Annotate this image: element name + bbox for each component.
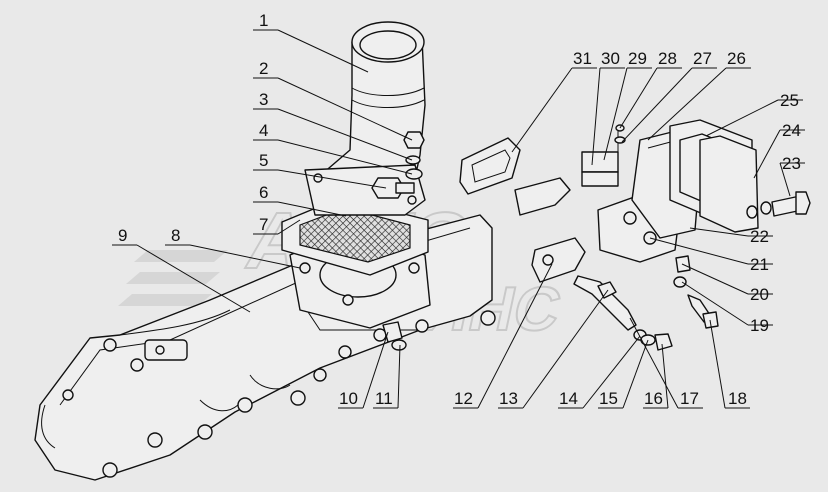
mesh-screen	[281, 197, 429, 276]
callout-7: 7	[259, 215, 268, 234]
callout-1: 1	[259, 11, 268, 30]
callout-2: 2	[259, 59, 268, 78]
callout-31: 31	[573, 49, 592, 68]
callout-9: 9	[118, 226, 127, 245]
callout-17: 17	[680, 389, 699, 408]
callout-19: 19	[750, 316, 769, 335]
clamp-block	[581, 124, 626, 187]
callout-14: 14	[559, 389, 578, 408]
callout-21: 21	[750, 255, 769, 274]
callout-4: 4	[259, 121, 268, 140]
callout-27: 27	[693, 49, 712, 68]
callout-20: 20	[750, 285, 769, 304]
callout-11: 11	[375, 389, 393, 408]
callout-28: 28	[658, 49, 677, 68]
callout-15: 15	[599, 389, 618, 408]
gasket-31	[459, 137, 521, 195]
callout-25: 25	[780, 91, 799, 110]
callout-22: 22	[750, 227, 769, 246]
callout-16: 16	[644, 389, 663, 408]
callout-30: 30	[601, 49, 620, 68]
callout-26: 26	[727, 49, 746, 68]
callout-5: 5	[259, 151, 268, 170]
callout-23: 23	[782, 154, 801, 173]
callout-12: 12	[454, 389, 473, 408]
bolt-23	[746, 191, 811, 219]
callouts: 1 2 3 4 5 6 7 8 9 10 11 12 13 14 15 16 1…	[118, 11, 801, 408]
flange-24-25	[669, 119, 759, 233]
callout-29: 29	[628, 49, 647, 68]
callout-10: 10	[339, 389, 358, 408]
callout-6: 6	[259, 183, 268, 202]
bolt-set-top	[371, 131, 425, 199]
leader-lines	[112, 29, 805, 409]
callout-3: 3	[259, 90, 268, 109]
callout-18: 18	[728, 389, 747, 408]
callout-8: 8	[171, 226, 180, 245]
callout-13: 13	[499, 389, 518, 408]
callout-24: 24	[782, 121, 801, 140]
